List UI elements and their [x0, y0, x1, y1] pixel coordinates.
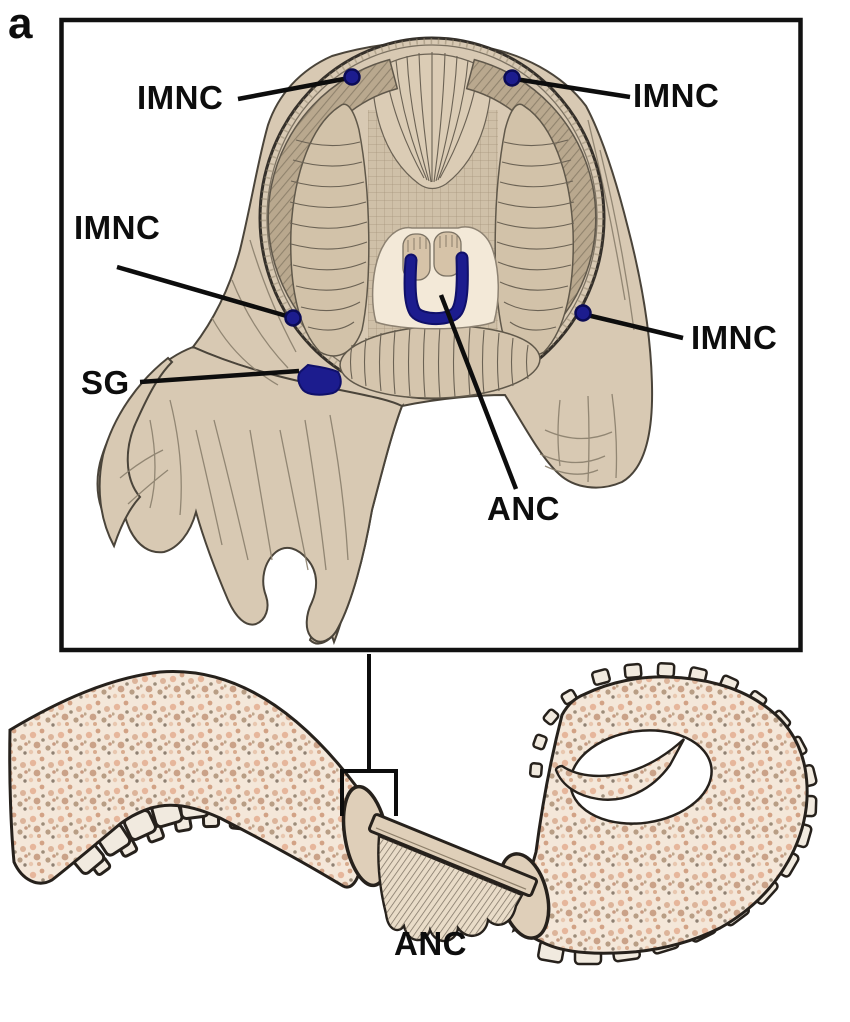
- label-sg: SG: [81, 364, 130, 401]
- arm-proximal: [8, 669, 366, 889]
- label-imnc-mid-left: IMNC: [74, 209, 161, 246]
- leader-imnc-mid-right: [586, 312, 684, 341]
- cross-section-face: [258, 36, 606, 400]
- label-imnc-top-left: IMNC: [137, 79, 224, 116]
- fold-lines: [119, 119, 635, 571]
- imnc-dot-top-left: [343, 68, 361, 86]
- anc-rod: [368, 813, 539, 898]
- anc-nerve-cord: [403, 251, 469, 326]
- anc-fringe: [377, 834, 524, 943]
- imnc-dot-mid-right: [574, 304, 592, 322]
- imnc-dot-mid-left: [284, 309, 302, 327]
- bracket-marks: [340, 769, 398, 816]
- leader-anc-cross-section: [438, 294, 519, 490]
- arm-tip: [554, 738, 686, 801]
- imnc-dot-top-right: [503, 69, 521, 87]
- arm-illustration: [8, 661, 818, 966]
- label-anc-cross-section: ANC: [487, 490, 560, 527]
- circumferential-muscle-ring: [260, 38, 604, 398]
- transverse-muscle-bottom: [339, 325, 541, 399]
- longitudinal-muscle-fan: [371, 52, 493, 190]
- imnc-dots: [284, 68, 592, 327]
- sg-sucker-ganglion: [297, 363, 342, 396]
- leader-imnc-top-right: [514, 76, 631, 100]
- label-imnc-top-right: IMNC: [633, 77, 720, 114]
- leader-sg: [139, 368, 300, 385]
- label-anc-arm: ANC: [394, 925, 467, 962]
- section-bracket: [340, 654, 398, 816]
- label-imnc-mid-right: IMNC: [691, 319, 778, 356]
- neural-canal-region: [371, 226, 500, 330]
- transverse-muscle-left: [289, 103, 370, 357]
- leader-imnc-mid-left: [116, 264, 291, 320]
- transverse-muscle-right: [494, 103, 575, 357]
- arm-distal-curl: [511, 675, 809, 955]
- panel-label: a: [8, 0, 33, 48]
- leader-imnc-top-left: [237, 75, 350, 102]
